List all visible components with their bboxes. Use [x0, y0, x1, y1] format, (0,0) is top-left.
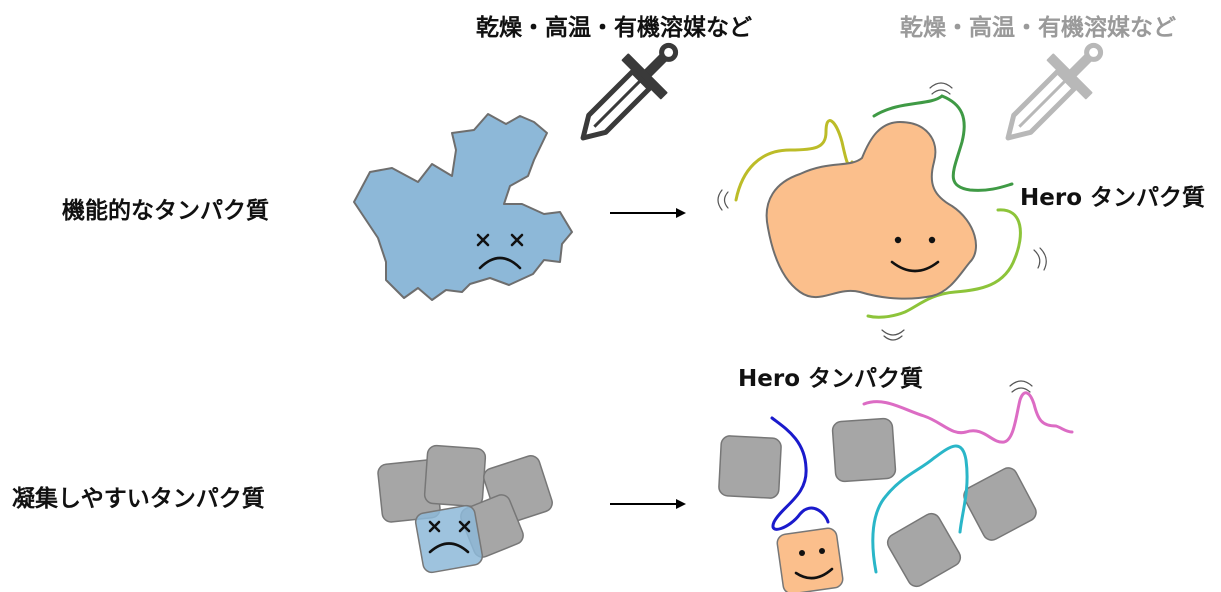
protected-protein-block: [776, 527, 844, 592]
hero-chain: [770, 416, 830, 531]
dead-face-icon: [476, 233, 524, 270]
aggregating-protein-label: 凝集しやすいタンパク質: [12, 486, 265, 512]
protected-protein: [765, 120, 977, 300]
dead-face-icon: [428, 520, 471, 554]
hero-chain: [734, 119, 854, 202]
hero-chain: [866, 208, 1022, 319]
functional-protein-label: 機能的なタンパク質: [62, 198, 269, 224]
soluble-protein-block: [831, 417, 897, 483]
stressed-protein-block: [414, 504, 484, 574]
smile-face-icon: [890, 236, 940, 273]
hero-chain: [871, 444, 969, 574]
soluble-protein-block: [886, 512, 962, 588]
stress-label-left: 乾燥・高温・有機溶媒など: [476, 15, 752, 41]
sword-icon-faded: [1005, 42, 1104, 141]
wiggle-lines-icon: [717, 82, 1047, 341]
wiggle-lines-icon: [1009, 380, 1033, 393]
hero-protein-label-top: Hero タンパク質: [1020, 185, 1205, 211]
hero-chain: [872, 94, 1014, 192]
soluble-protein-block: [718, 435, 782, 499]
protein-aggregate: [377, 444, 553, 574]
aggregated-protein-block: [423, 444, 487, 508]
hero-chain: [862, 391, 1074, 444]
sword-icon: [580, 42, 679, 141]
stress-label-right: 乾燥・高温・有機溶媒など: [900, 15, 1176, 41]
hero-protein-label-bottom: Hero タンパク質: [738, 366, 923, 392]
stressed-protein: [353, 113, 573, 301]
soluble-protein-block: [963, 467, 1037, 541]
dispersed-proteins: [718, 391, 1074, 592]
smile-face-icon: [794, 548, 834, 580]
